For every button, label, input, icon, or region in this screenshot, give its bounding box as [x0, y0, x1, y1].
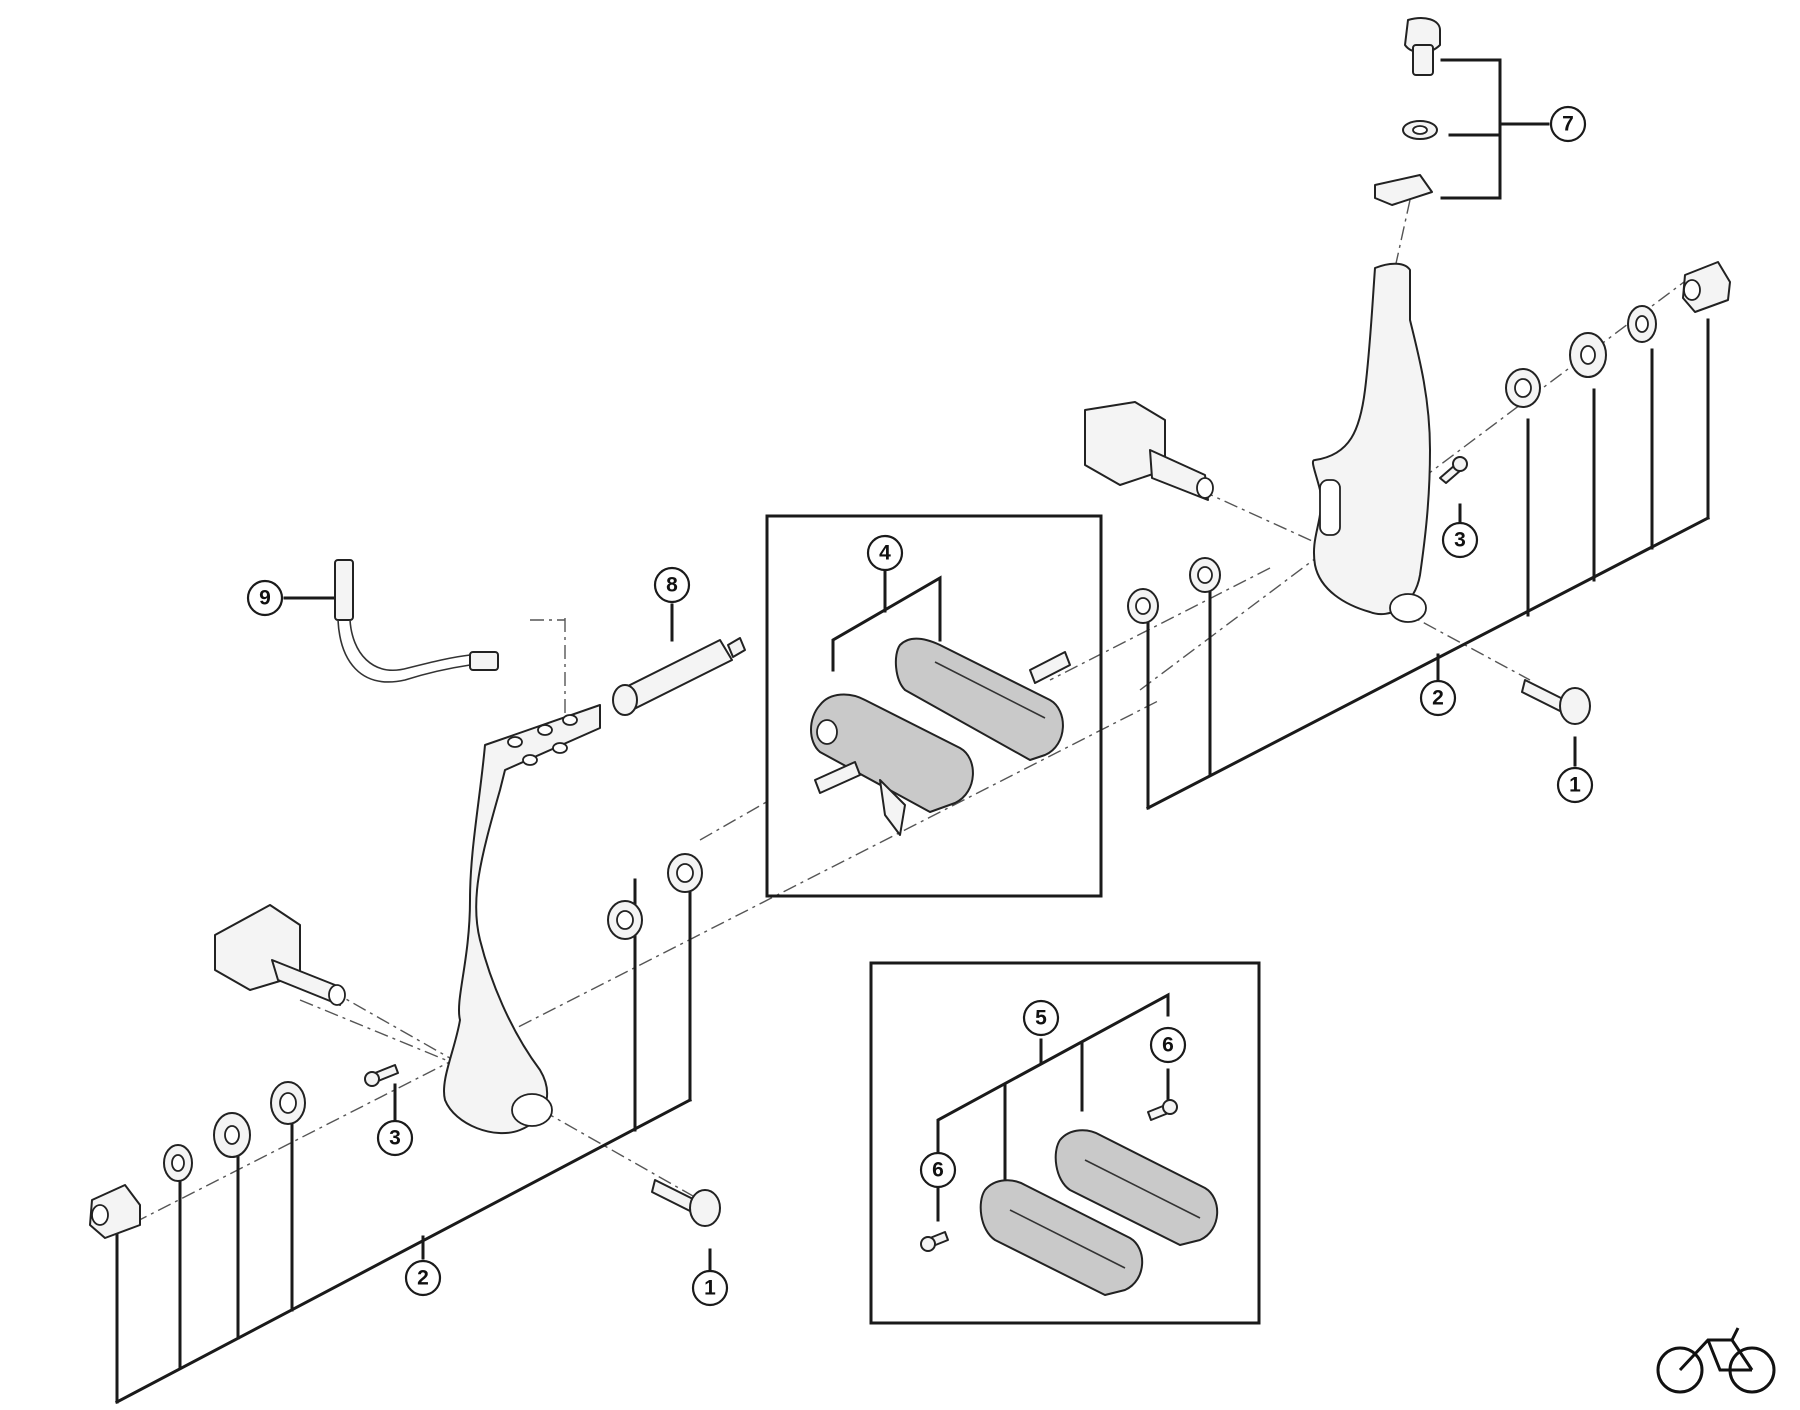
- small-screws: [364, 456, 1468, 1252]
- callout-2-lower: 2: [404, 1259, 442, 1297]
- svg-text:5: 5: [1035, 1007, 1047, 1030]
- upper-washers: [1127, 261, 1731, 624]
- brake-insert-rear: [1054, 1129, 1219, 1246]
- brake-shoe-rear: [810, 693, 974, 836]
- svg-text:3: 3: [389, 1127, 401, 1150]
- brake-shoe-front: [894, 637, 1071, 761]
- callout-8: 8: [653, 566, 691, 604]
- upper-brake-arm: [1311, 262, 1431, 623]
- callout-9: 9: [246, 579, 284, 617]
- svg-text:1: 1: [1569, 774, 1581, 797]
- callout-2-upper: 2: [1419, 679, 1457, 717]
- brake-insert-front: [979, 1179, 1144, 1296]
- brake-insert-set-box: [869, 961, 1261, 1325]
- callout-4: 4: [866, 534, 904, 572]
- callout-3-upper: 3: [1441, 521, 1479, 559]
- pad-axis-2: [699, 799, 771, 841]
- cable-adjuster: [612, 637, 746, 716]
- svg-text:1: 1: [704, 1277, 716, 1300]
- callout-6-left: 6: [919, 1151, 957, 1189]
- svg-text:6: 6: [1162, 1034, 1174, 1057]
- svg-text:7: 7: [1562, 113, 1574, 136]
- svg-text:8: 8: [666, 574, 678, 597]
- leader-lines: [114, 58, 1711, 1405]
- svg-text:3: 3: [1454, 529, 1466, 552]
- brake-shoe-set-box: [765, 514, 1103, 898]
- svg-text:4: 4: [879, 542, 891, 565]
- top-bolt-axis: [1394, 199, 1411, 269]
- lower-washers: [89, 853, 703, 1239]
- lower-bolt-axis: [329, 989, 701, 1201]
- lower-brake-arm: [443, 704, 601, 1135]
- upper-pivot-axis: [1139, 269, 1701, 691]
- callout-1-upper: 1: [1556, 766, 1594, 804]
- lower-frame-boss: [214, 904, 346, 1006]
- svg-text:9: 9: [259, 587, 271, 610]
- svg-text:2: 2: [417, 1267, 429, 1290]
- callout-3-lower: 3: [376, 1119, 414, 1157]
- callout-1-lower: 1: [691, 1269, 729, 1307]
- center-lines: [109, 199, 1701, 1236]
- bicycle-icon: [1656, 1327, 1776, 1394]
- lower-pivot-axis: [109, 699, 1161, 1236]
- cable-clamp-set: [1374, 17, 1441, 206]
- pad-axis: [1049, 567, 1271, 681]
- svg-text:6: 6: [932, 1159, 944, 1182]
- upper-frame-boss: [1084, 401, 1214, 501]
- callout-7: 7: [1549, 105, 1587, 143]
- callout-5: 5: [1022, 999, 1060, 1037]
- callout-6-right: 6: [1149, 1026, 1187, 1064]
- cable-lead-pipe: [334, 559, 499, 683]
- mounting-bolts: [651, 679, 1591, 1227]
- lower-post-axis: [299, 999, 471, 1071]
- svg-text:2: 2: [1432, 687, 1444, 710]
